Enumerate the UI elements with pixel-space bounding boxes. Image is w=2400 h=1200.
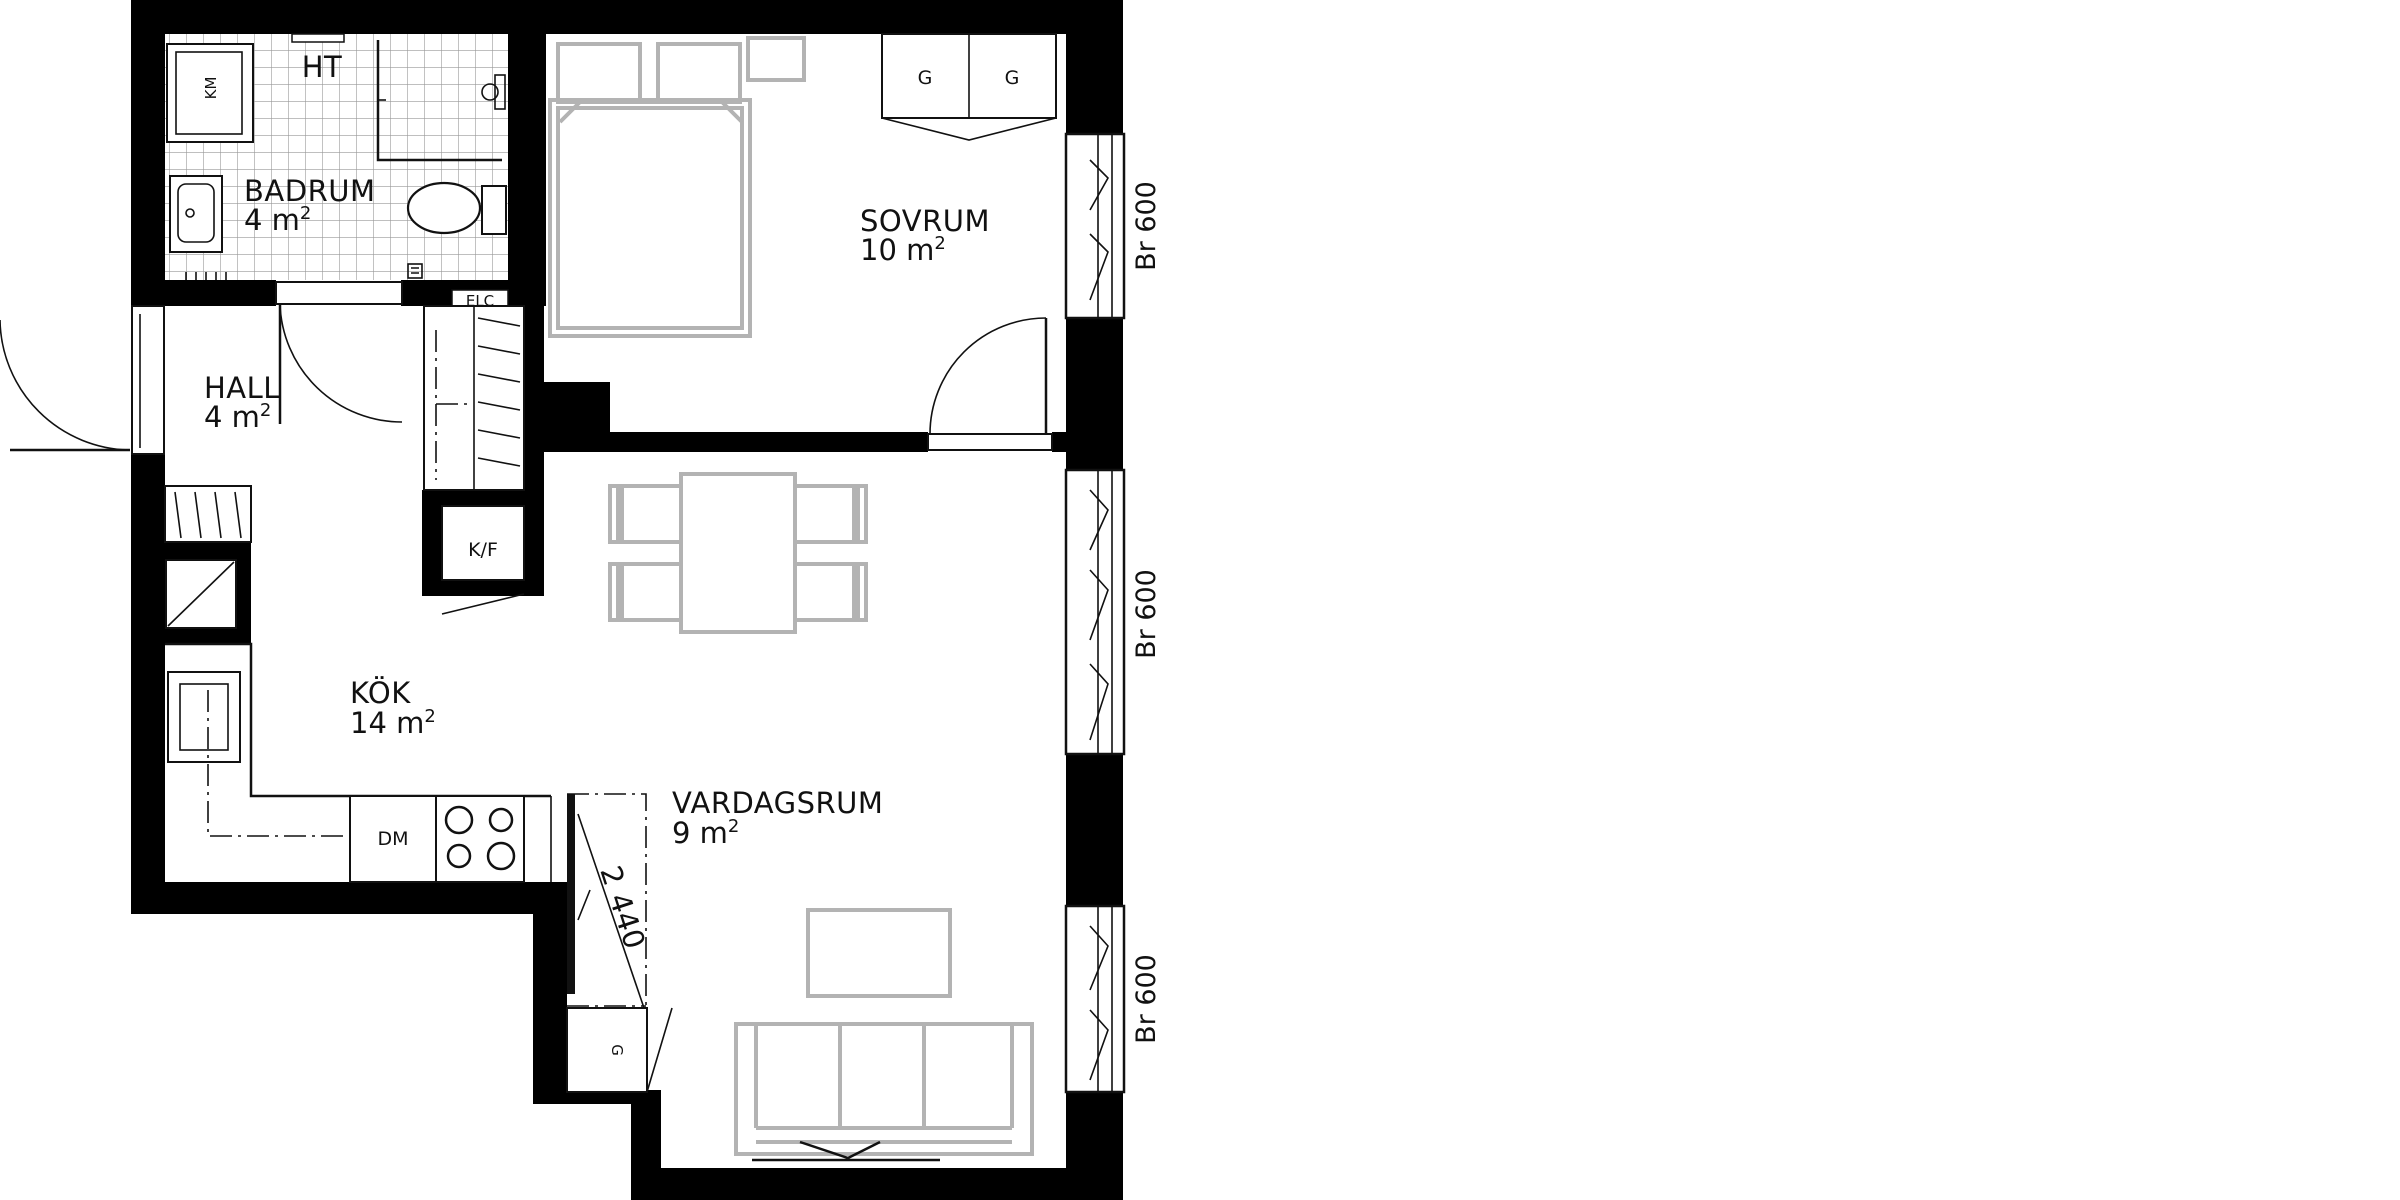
window-1-label: Br 600 bbox=[1131, 181, 1162, 271]
living-room: G 2 440 VARDAGSRUM 9 m2 bbox=[566, 472, 1034, 1162]
walls bbox=[131, 0, 1123, 1200]
hall-wardrobe bbox=[423, 305, 525, 491]
dm-label: DM bbox=[377, 828, 408, 850]
svg-text:9 m2: 9 m2 bbox=[672, 816, 739, 850]
oven-box bbox=[165, 559, 237, 629]
window-3: Br 600 bbox=[1064, 904, 1162, 1094]
km-label: KM bbox=[202, 77, 220, 100]
kok-area-sup: 2 bbox=[424, 706, 435, 727]
sovrum-area-sup: 2 bbox=[934, 233, 945, 254]
bedroom-door[interactable] bbox=[927, 317, 1053, 451]
wardrobe-g2: G bbox=[1005, 67, 1020, 89]
dimension-label: 2 440 bbox=[593, 862, 652, 954]
badrum-name: BADRUM bbox=[244, 174, 375, 208]
hall-name: HALL bbox=[204, 371, 280, 405]
window-2-label: Br 600 bbox=[1131, 569, 1162, 659]
sovrum-area: 10 m bbox=[860, 233, 934, 267]
bathroom: KM HT BADRUM 4 m2 bbox=[165, 33, 508, 280]
kok-name: KÖK bbox=[350, 676, 411, 710]
bathroom-door[interactable] bbox=[275, 281, 403, 424]
vardagsrum-area: 9 m bbox=[672, 816, 728, 850]
window-3-label: Br 600 bbox=[1131, 954, 1162, 1044]
hall-area-sup: 2 bbox=[260, 400, 271, 421]
kf-label: K/F bbox=[468, 539, 498, 561]
window-2: Br 600 bbox=[1064, 468, 1162, 756]
entry-door[interactable] bbox=[0, 305, 165, 455]
hall-area: 4 m bbox=[204, 400, 260, 434]
fridge-freezer: K/F bbox=[441, 505, 525, 581]
vardagsrum-area-sup: 2 bbox=[728, 816, 739, 837]
badrum-area: 4 m bbox=[244, 203, 300, 237]
shoe-rack bbox=[164, 485, 252, 543]
vardagsrum-name: VARDAGSRUM bbox=[672, 786, 883, 820]
kitchen: DM KÖK 14 m2 bbox=[165, 593, 552, 883]
svg-text:10 m2: 10 m2 bbox=[860, 233, 946, 267]
kok-area: 14 m bbox=[350, 706, 424, 740]
svg-text:14 m2: 14 m2 bbox=[350, 706, 436, 740]
ht-label: HT bbox=[302, 50, 343, 84]
svg-text:4 m2: 4 m2 bbox=[204, 400, 271, 434]
wardrobe-g1: G bbox=[918, 67, 933, 89]
bedroom: G G SOVRUM 10 m2 bbox=[548, 33, 1057, 338]
wardrobe-g3: G bbox=[608, 1044, 626, 1056]
sovrum-name: SOVRUM bbox=[860, 204, 990, 238]
window-1: Br 600 bbox=[1064, 132, 1162, 320]
svg-text:4 m2: 4 m2 bbox=[244, 203, 311, 237]
badrum-area-sup: 2 bbox=[300, 203, 311, 224]
